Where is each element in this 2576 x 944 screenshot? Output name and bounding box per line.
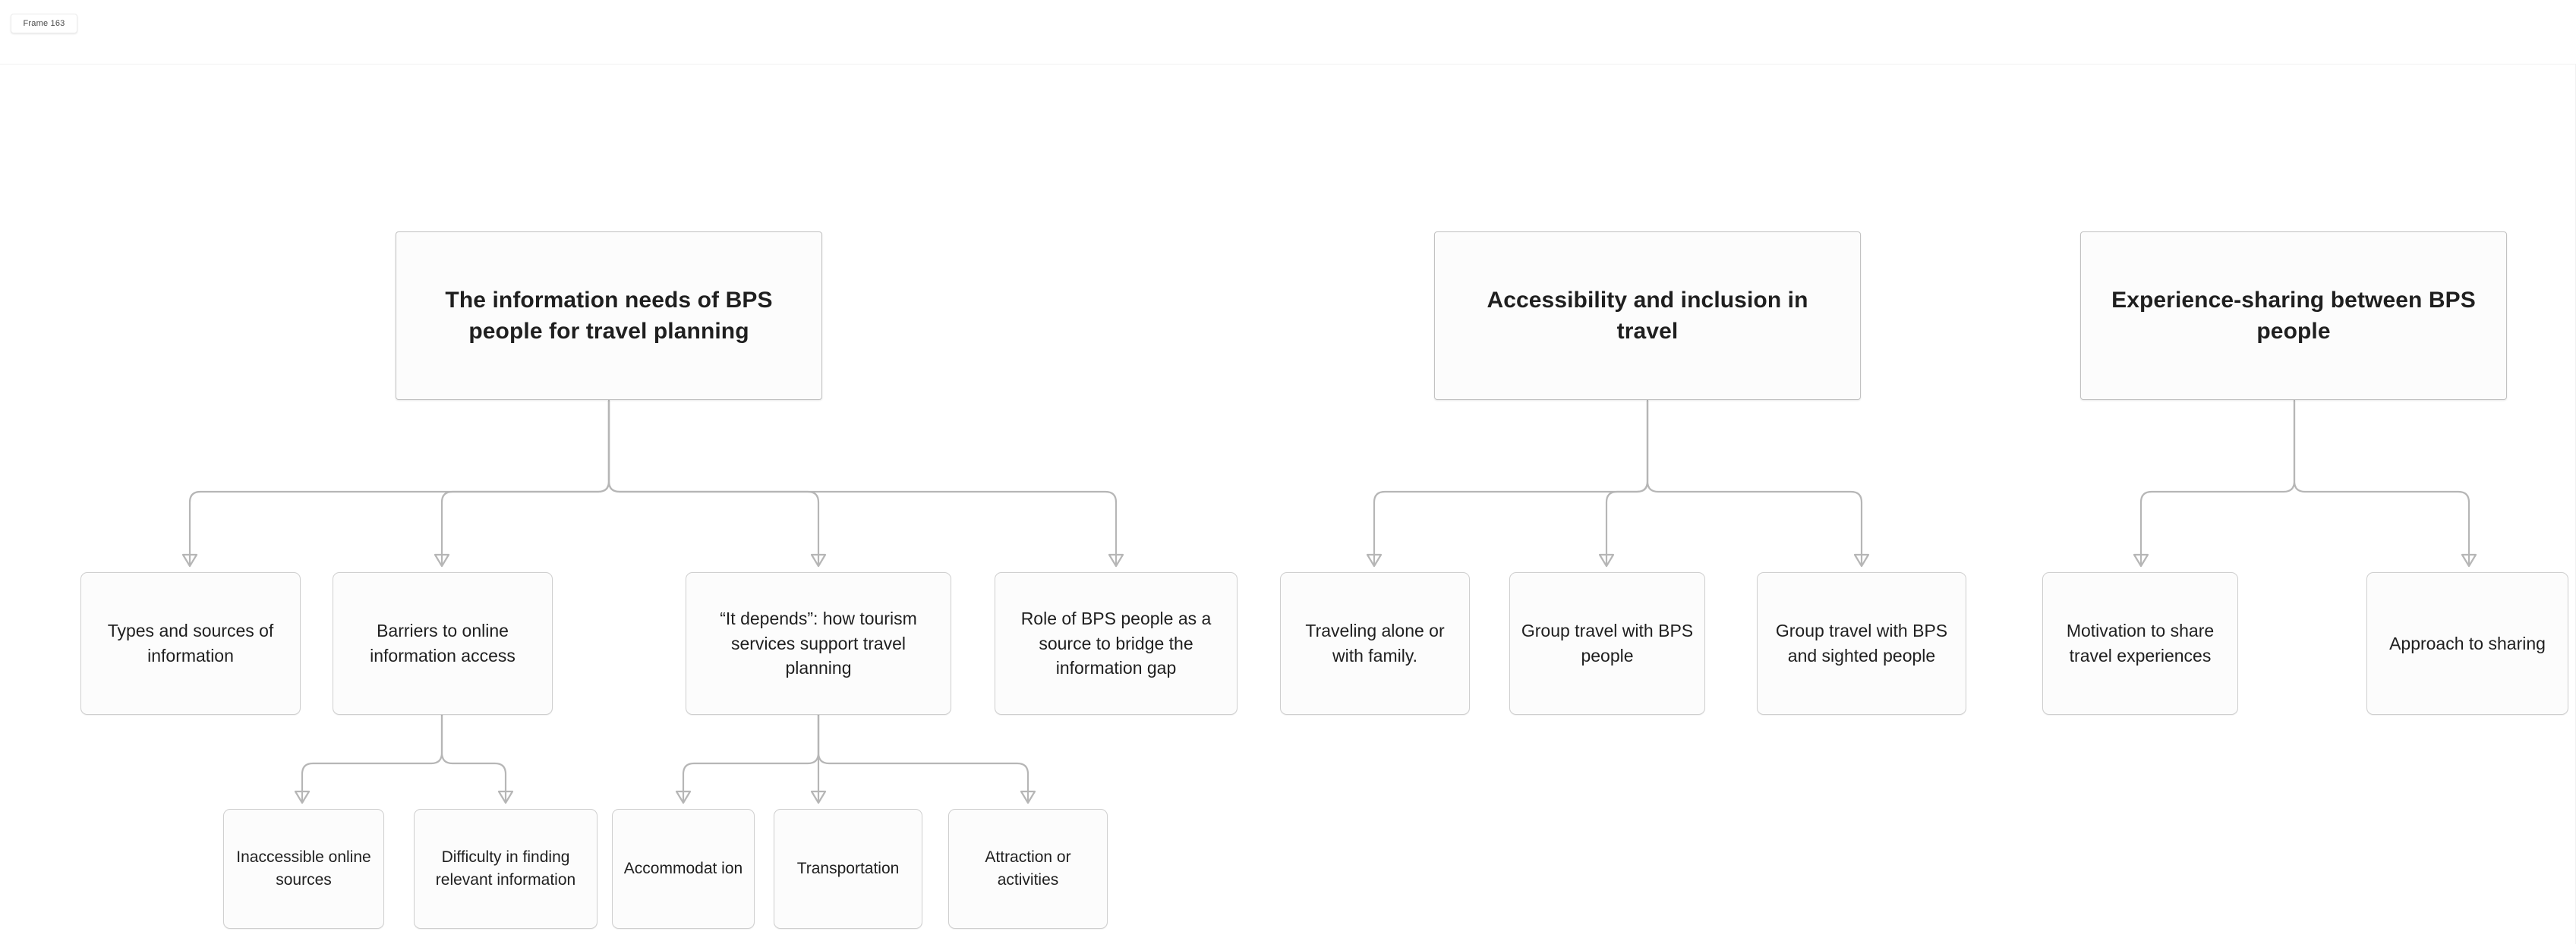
node-label: Group travel with BPS people: [1521, 621, 1694, 666]
connector-t2-to-c1: [1373, 399, 1649, 566]
connector-group-tree2-root: [1366, 399, 1870, 568]
connector-group-t1c2: [294, 713, 514, 804]
node-label: Accommodat ion: [623, 860, 743, 878]
node-label: Difficulty in finding relevant informati…: [435, 848, 576, 889]
node-transportation[interactable]: Transportation: [774, 809, 922, 929]
arrowhead-t1-c3: [810, 553, 827, 568]
node-label: Role of BPS people as a source to bridge…: [1020, 609, 1212, 678]
connector-t1c3-to-c: [817, 713, 1029, 803]
node-label: Group travel with BPS and sighted people: [1775, 621, 1948, 666]
arrowhead-t2-c2: [1598, 553, 1615, 568]
node-types-and-sources-of-information[interactable]: Types and sources of information: [80, 572, 301, 715]
arrowhead-t1c2-b: [497, 790, 514, 804]
node-label: “It depends”: how tourism services suppo…: [720, 609, 917, 678]
arrowhead-t1-c2: [434, 553, 450, 568]
node-role-of-bps-people-bridge-gap[interactable]: Role of BPS people as a source to bridge…: [995, 572, 1238, 715]
arrowhead-t1c3-c: [1020, 790, 1036, 804]
node-approach-to-sharing[interactable]: Approach to sharing: [2366, 572, 2568, 715]
connector-group-t1c3: [675, 713, 1036, 804]
node-label: Experience-sharing between BPS people: [2111, 287, 2476, 344]
page-top-divider: [0, 64, 2576, 65]
connector-t1-to-c3: [607, 399, 820, 566]
node-inaccessible-online-sources[interactable]: Inaccessible online sources: [223, 809, 384, 929]
connector-t1-to-c1: [188, 399, 610, 566]
node-it-depends-tourism-services[interactable]: “It depends”: how tourism services suppo…: [686, 572, 951, 715]
connector-t1-to-c2: [440, 399, 610, 566]
node-label: The information needs of BPS people for …: [445, 287, 773, 344]
node-label: Types and sources of information: [107, 621, 274, 666]
connector-t3-to-c1: [2139, 399, 2296, 566]
node-root-information-needs[interactable]: The information needs of BPS people for …: [396, 231, 822, 400]
node-motivation-to-share-travel-experiences[interactable]: Motivation to share travel experiences: [2042, 572, 2238, 715]
connector-t1c2-to-a: [301, 713, 443, 803]
connector-t3-to-c2: [2293, 399, 2470, 566]
arrowhead-t1c2-a: [294, 790, 311, 804]
node-label: Barriers to online information access: [370, 621, 516, 666]
connector-t1-to-c4: [607, 399, 1118, 566]
node-difficulty-finding-relevant-information[interactable]: Difficulty in finding relevant informati…: [414, 809, 597, 929]
node-label: Transportation: [796, 860, 900, 878]
node-label: Accessibility and inclusion in travel: [1487, 287, 1808, 344]
arrowhead-t1c3-a: [675, 790, 692, 804]
connector-t1c2-to-b: [440, 713, 507, 803]
arrowhead-t3-c1: [2133, 553, 2149, 568]
connector-group-tree1-root: [181, 399, 1124, 568]
arrowhead-t1-c1: [181, 553, 198, 568]
connector-t2-to-c3: [1646, 399, 1863, 566]
node-attraction-or-activities[interactable]: Attraction or activities: [948, 809, 1108, 929]
arrowhead-t3-c2: [2461, 553, 2477, 568]
node-barriers-to-online-information-access[interactable]: Barriers to online information access: [333, 572, 553, 715]
node-label: Attraction or activities: [985, 848, 1071, 889]
frame-label-text: Frame 163: [23, 19, 65, 28]
arrowhead-t2-c3: [1853, 553, 1870, 568]
node-root-experience-sharing[interactable]: Experience-sharing between BPS people: [2080, 231, 2507, 400]
arrowhead-t1c3-b: [810, 790, 827, 804]
node-label: Approach to sharing: [2389, 633, 2546, 653]
node-label: Traveling alone or with family.: [1305, 621, 1445, 666]
connector-t1c3-to-a: [682, 713, 820, 803]
node-group-travel-with-bps-people[interactable]: Group travel with BPS people: [1509, 572, 1705, 715]
arrowhead-t1-c4: [1108, 553, 1124, 568]
node-root-accessibility-and-inclusion[interactable]: Accessibility and inclusion in travel: [1434, 231, 1861, 400]
frame-label-chip[interactable]: Frame 163: [11, 14, 77, 33]
connector-group-tree3-root: [2133, 399, 2477, 568]
node-group-travel-with-bps-and-sighted-people[interactable]: Group travel with BPS and sighted people: [1757, 572, 1966, 715]
node-traveling-alone-or-with-family[interactable]: Traveling alone or with family.: [1280, 572, 1470, 715]
node-accommodation[interactable]: Accommodat ion: [612, 809, 755, 929]
connector-t2-to-c2: [1605, 399, 1649, 566]
node-label: Motivation to share travel experiences: [2066, 621, 2215, 666]
arrowhead-t2-c1: [1366, 553, 1383, 568]
node-label: Inaccessible online sources: [236, 848, 371, 889]
